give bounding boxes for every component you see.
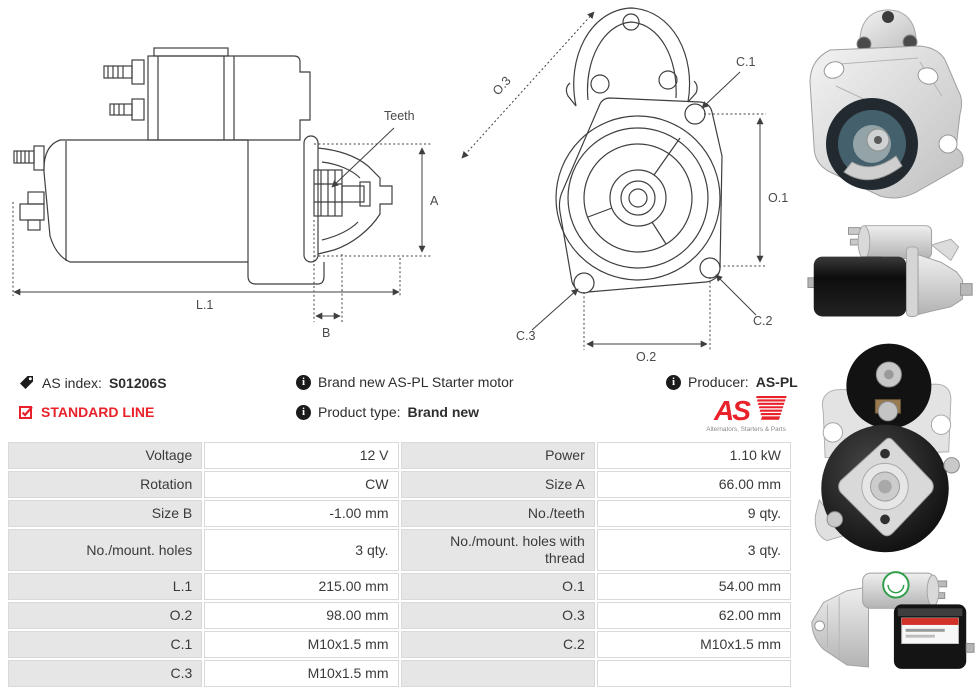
- spec-value-cell: M10x1.5 mm: [204, 660, 399, 688]
- spec-label-cell: Power: [400, 442, 595, 469]
- spec-label-cell: C.1: [8, 631, 203, 659]
- spec-value-cell: 3 qty.: [596, 529, 791, 572]
- info-icon: i: [296, 404, 311, 420]
- product-photo-front: [809, 9, 964, 199]
- info-icon: i: [296, 374, 311, 390]
- producer-label: Producer:: [688, 374, 749, 390]
- spec-value-cell: 54.00 mm: [596, 573, 791, 601]
- dim-c3-label: C.3: [516, 329, 536, 343]
- spec-value-cell: 12 V: [204, 442, 399, 469]
- spec-value-cell: 9 qty.: [596, 500, 791, 527]
- spec-label-cell: O.1: [400, 573, 595, 601]
- spec-value-cell: 1.10 kW: [596, 442, 791, 469]
- producer-row: i Producer: AS-PL: [666, 374, 798, 390]
- spec-value-cell: 3 qty.: [204, 529, 399, 572]
- as-pl-logo-graphic: AS Alternators, Starters & Parts: [706, 395, 787, 433]
- spec-label-cell: O.2: [8, 602, 203, 630]
- spec-value-cell: M10x1.5 mm: [204, 631, 399, 659]
- dim-a-label: A: [430, 194, 439, 208]
- logo-text: AS: [713, 395, 751, 426]
- product-photo-side-label: [811, 571, 975, 669]
- checked-checkbox-icon: [19, 406, 33, 419]
- dim-l1-label: L.1: [196, 298, 213, 312]
- spec-label-cell: No./teeth: [400, 500, 595, 527]
- dim-c1-label: C.1: [736, 55, 756, 69]
- spec-label-cell: No./mount. holes with thread: [400, 529, 595, 572]
- dim-o3-label: O.3: [490, 74, 514, 98]
- spec-value-cell: 215.00 mm: [204, 573, 399, 601]
- brand-new-text: Brand new AS-PL Starter motor: [318, 374, 514, 390]
- front-view-drawing: O.3 O.1 O.2 C.1 C.2 C.3: [461, 7, 788, 364]
- logo-tagline: Alternators, Starters & Parts: [706, 426, 786, 433]
- spec-table: Voltage 12 V Power 1.10 kW Rotation CW S…: [8, 442, 791, 688]
- spec-value-cell: -1.00 mm: [204, 500, 399, 527]
- spec-label-cell: C.3: [8, 660, 203, 688]
- product-type-row: i Product type: Brand new: [296, 404, 479, 420]
- dim-c2-label: C.2: [753, 314, 773, 328]
- dim-o2-label: O.2: [636, 350, 656, 364]
- side-view-drawing: A L.1 B Teeth: [12, 47, 439, 340]
- product-type-value: Brand new: [407, 404, 480, 420]
- dim-o1-label: O.1: [768, 191, 788, 205]
- info-icon: i: [666, 374, 681, 390]
- brand-new-row: i Brand new AS-PL Starter motor: [296, 374, 514, 390]
- as-index-label: AS index:: [42, 374, 102, 391]
- product-type-label: Product type:: [318, 404, 401, 420]
- spec-value-cell: 98.00 mm: [204, 602, 399, 630]
- product-photo-rear: [814, 343, 960, 553]
- spec-label-cell: Rotation: [8, 471, 203, 498]
- spec-label-cell: O.3: [400, 602, 595, 630]
- tag-icon: [20, 376, 33, 389]
- as-index-row: AS index: S01206S: [18, 374, 167, 391]
- spec-value-cell: 66.00 mm: [596, 471, 791, 498]
- spec-label-cell: [400, 660, 595, 688]
- spec-value-cell: CW: [204, 471, 399, 498]
- spec-label-cell: Size A: [400, 471, 595, 498]
- spec-label-cell: L.1: [8, 573, 203, 601]
- standard-line-label: STANDARD LINE: [41, 404, 155, 420]
- spec-value-cell: [596, 660, 791, 688]
- spec-label-cell: Voltage: [8, 442, 203, 469]
- spec-label-cell: C.2: [400, 631, 595, 659]
- dim-b-label: B: [322, 326, 330, 340]
- spec-label-cell: Size B: [8, 500, 203, 527]
- product-photo-side: [807, 225, 973, 317]
- spec-label-cell: No./mount. holes: [8, 529, 203, 572]
- standard-line-row: STANDARD LINE: [18, 404, 154, 420]
- as-pl-logo: AS Alternators, Starters & Parts: [698, 392, 794, 439]
- as-index-value: S01206S: [108, 374, 167, 391]
- producer-value: AS-PL: [755, 374, 798, 390]
- spec-value-cell: M10x1.5 mm: [596, 631, 791, 659]
- spec-value-cell: 62.00 mm: [596, 602, 791, 630]
- teeth-label: Teeth: [384, 109, 415, 123]
